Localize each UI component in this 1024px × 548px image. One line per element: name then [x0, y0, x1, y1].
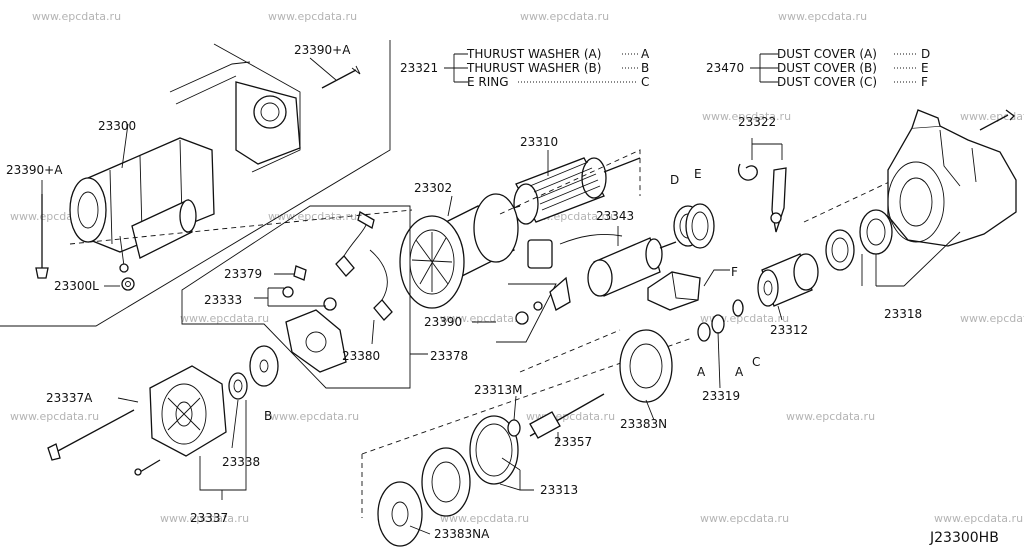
- letter-marks: D E F A A C B: [264, 167, 760, 423]
- part-callout: 23383N: [620, 417, 667, 431]
- part-callout: 23313: [540, 483, 578, 497]
- watermark: www.epcdata.ru: [10, 410, 99, 423]
- legend-letter: C: [641, 75, 649, 89]
- part-callout: 23380: [342, 349, 380, 363]
- watermark: www.epcdata.ru: [32, 10, 121, 23]
- watermark: www.epcdata.ru: [702, 110, 791, 123]
- watermark: www.epcdata.ru: [520, 10, 609, 23]
- part-callout: 23390+A: [294, 43, 351, 57]
- watermark: www.epcdata.ru: [160, 512, 249, 525]
- watermark: www.epcdata.ru: [268, 210, 357, 223]
- watermark: www.epcdata.ru: [700, 512, 789, 525]
- letter-mark: C: [752, 355, 760, 369]
- part-callout: 23337: [190, 511, 228, 525]
- yoke-23302: [399, 193, 519, 309]
- part-callout: 23357: [554, 435, 592, 449]
- part-callout: 23337A: [46, 391, 93, 405]
- solenoid-23343: [527, 234, 677, 297]
- part-callout: 23312: [770, 323, 808, 337]
- leader-lines: [41, 57, 961, 535]
- dust-covers: [647, 203, 730, 311]
- part-callout: 23318: [884, 307, 922, 321]
- watermark: www.epcdata.ru: [786, 410, 875, 423]
- letter-mark: D: [670, 173, 679, 187]
- starter-assembly-inset: [0, 40, 391, 327]
- legend-entry: DUST COVER (A): [777, 47, 877, 61]
- pinion-clutch-23312: [697, 209, 893, 342]
- part-callout: 23343: [596, 209, 634, 223]
- legend-part-number: 23321: [400, 61, 438, 75]
- part-callout: 23333: [204, 293, 242, 307]
- legend-entry: DUST COVER (C): [777, 75, 877, 89]
- legend-23321: 23321 THURUST WASHER (A) THURUST WASHER …: [400, 47, 650, 89]
- part-callout: 23300L: [54, 279, 99, 293]
- watermark: www.epcdata.ru: [270, 410, 359, 423]
- part-callouts: 23390+A 23300 23390+A 23300L 23302 23310…: [6, 43, 922, 541]
- front-housing-23318: [887, 109, 1017, 247]
- brush-holder-23378: [181, 205, 411, 389]
- letter-mark: E: [694, 167, 702, 181]
- letter-mark: F: [731, 265, 738, 279]
- shift-lever-23322: [737, 138, 787, 233]
- watermark: www.epcdata.ru: [440, 512, 529, 525]
- part-callout: 23383NA: [434, 527, 490, 541]
- part-callout: 23379: [224, 267, 262, 281]
- legend-letter: F: [921, 75, 928, 89]
- watermark: www.epcdata.ru: [934, 512, 1023, 525]
- legend-letter: B: [641, 61, 649, 75]
- part-callout: 23319: [702, 389, 740, 403]
- legend-entry: THURUST WASHER (A): [466, 47, 601, 61]
- diagram-code: J23300HB: [929, 530, 999, 546]
- part-callout: 23313M: [474, 383, 523, 397]
- legend-part-number: 23470: [706, 61, 744, 75]
- watermark: www.epcdata.ru: [180, 312, 269, 325]
- letter-mark: B: [264, 409, 272, 423]
- legend-entry: DUST COVER (B): [777, 61, 877, 75]
- bracket-23390: [496, 276, 571, 343]
- gear-parts: [377, 329, 673, 547]
- letter-mark: A: [697, 365, 706, 379]
- legend-letter: A: [641, 47, 650, 61]
- part-callout: 23390: [424, 315, 462, 329]
- watermark: www.epcdata.ru: [268, 10, 357, 23]
- watermark: www.epcdata.ru: [960, 312, 1024, 325]
- armature-23310: [499, 157, 641, 225]
- part-callout: 23300: [98, 119, 136, 133]
- legend-entry: THURUST WASHER (B): [466, 61, 601, 75]
- part-callout: 23390+A: [6, 163, 63, 177]
- part-callout: 23338: [222, 455, 260, 469]
- part-callout: 23310: [520, 135, 558, 149]
- legend-letter: E: [921, 61, 929, 75]
- rear-cover-23337: [47, 345, 279, 476]
- part-callout: 23322: [738, 115, 776, 129]
- legend-letter: D: [921, 47, 930, 61]
- legend-23470: 23470 DUST COVER (A) DUST COVER (B) DUST…: [706, 47, 930, 89]
- watermark: www.epcdata.ru: [778, 10, 867, 23]
- legend-entry: E RING: [467, 75, 509, 89]
- part-callout: 23302: [414, 181, 452, 195]
- watermark: www.epcdata.ru: [440, 312, 529, 325]
- letter-mark: A: [735, 365, 744, 379]
- part-callout: 23378: [430, 349, 468, 363]
